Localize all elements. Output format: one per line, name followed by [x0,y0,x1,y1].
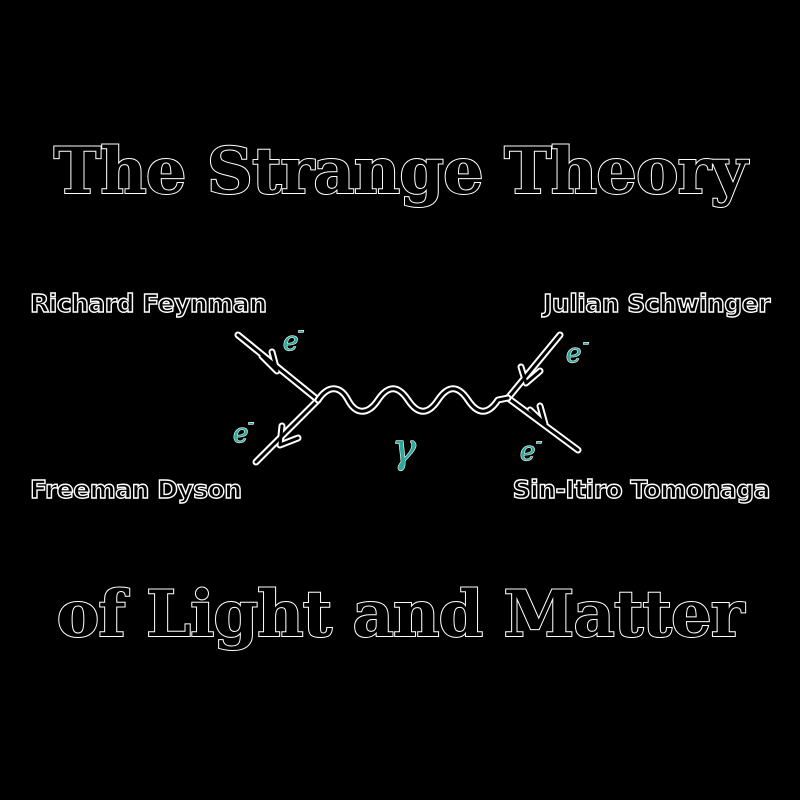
electron-label-top-left: e [283,327,298,357]
fermion-lines [234,331,582,466]
name-sin-itiro-tomonaga: Sin-Itiro Tomonaga [512,475,771,504]
title-line-2: of Light and Matter [56,577,746,652]
electron-charge-top-left: - [298,320,304,341]
electron-charge-bottom-right: - [536,431,542,452]
title-line-1: The Strange Theory [53,134,749,209]
electron-charge-bottom-left: - [248,412,254,433]
photon-label: γ [392,426,416,472]
name-freeman-dyson: Freeman Dyson [29,475,242,504]
photon-line [314,385,512,415]
electron-charge-top-right: - [583,332,589,353]
name-richard-feynman: Richard Feynman [29,289,267,318]
electron-label-bottom-left: e [233,419,248,449]
electron-label-bottom-right: e [520,437,535,467]
electron-label-top-right: e [566,339,581,369]
name-julian-schwinger: Julian Schwinger [542,289,771,318]
